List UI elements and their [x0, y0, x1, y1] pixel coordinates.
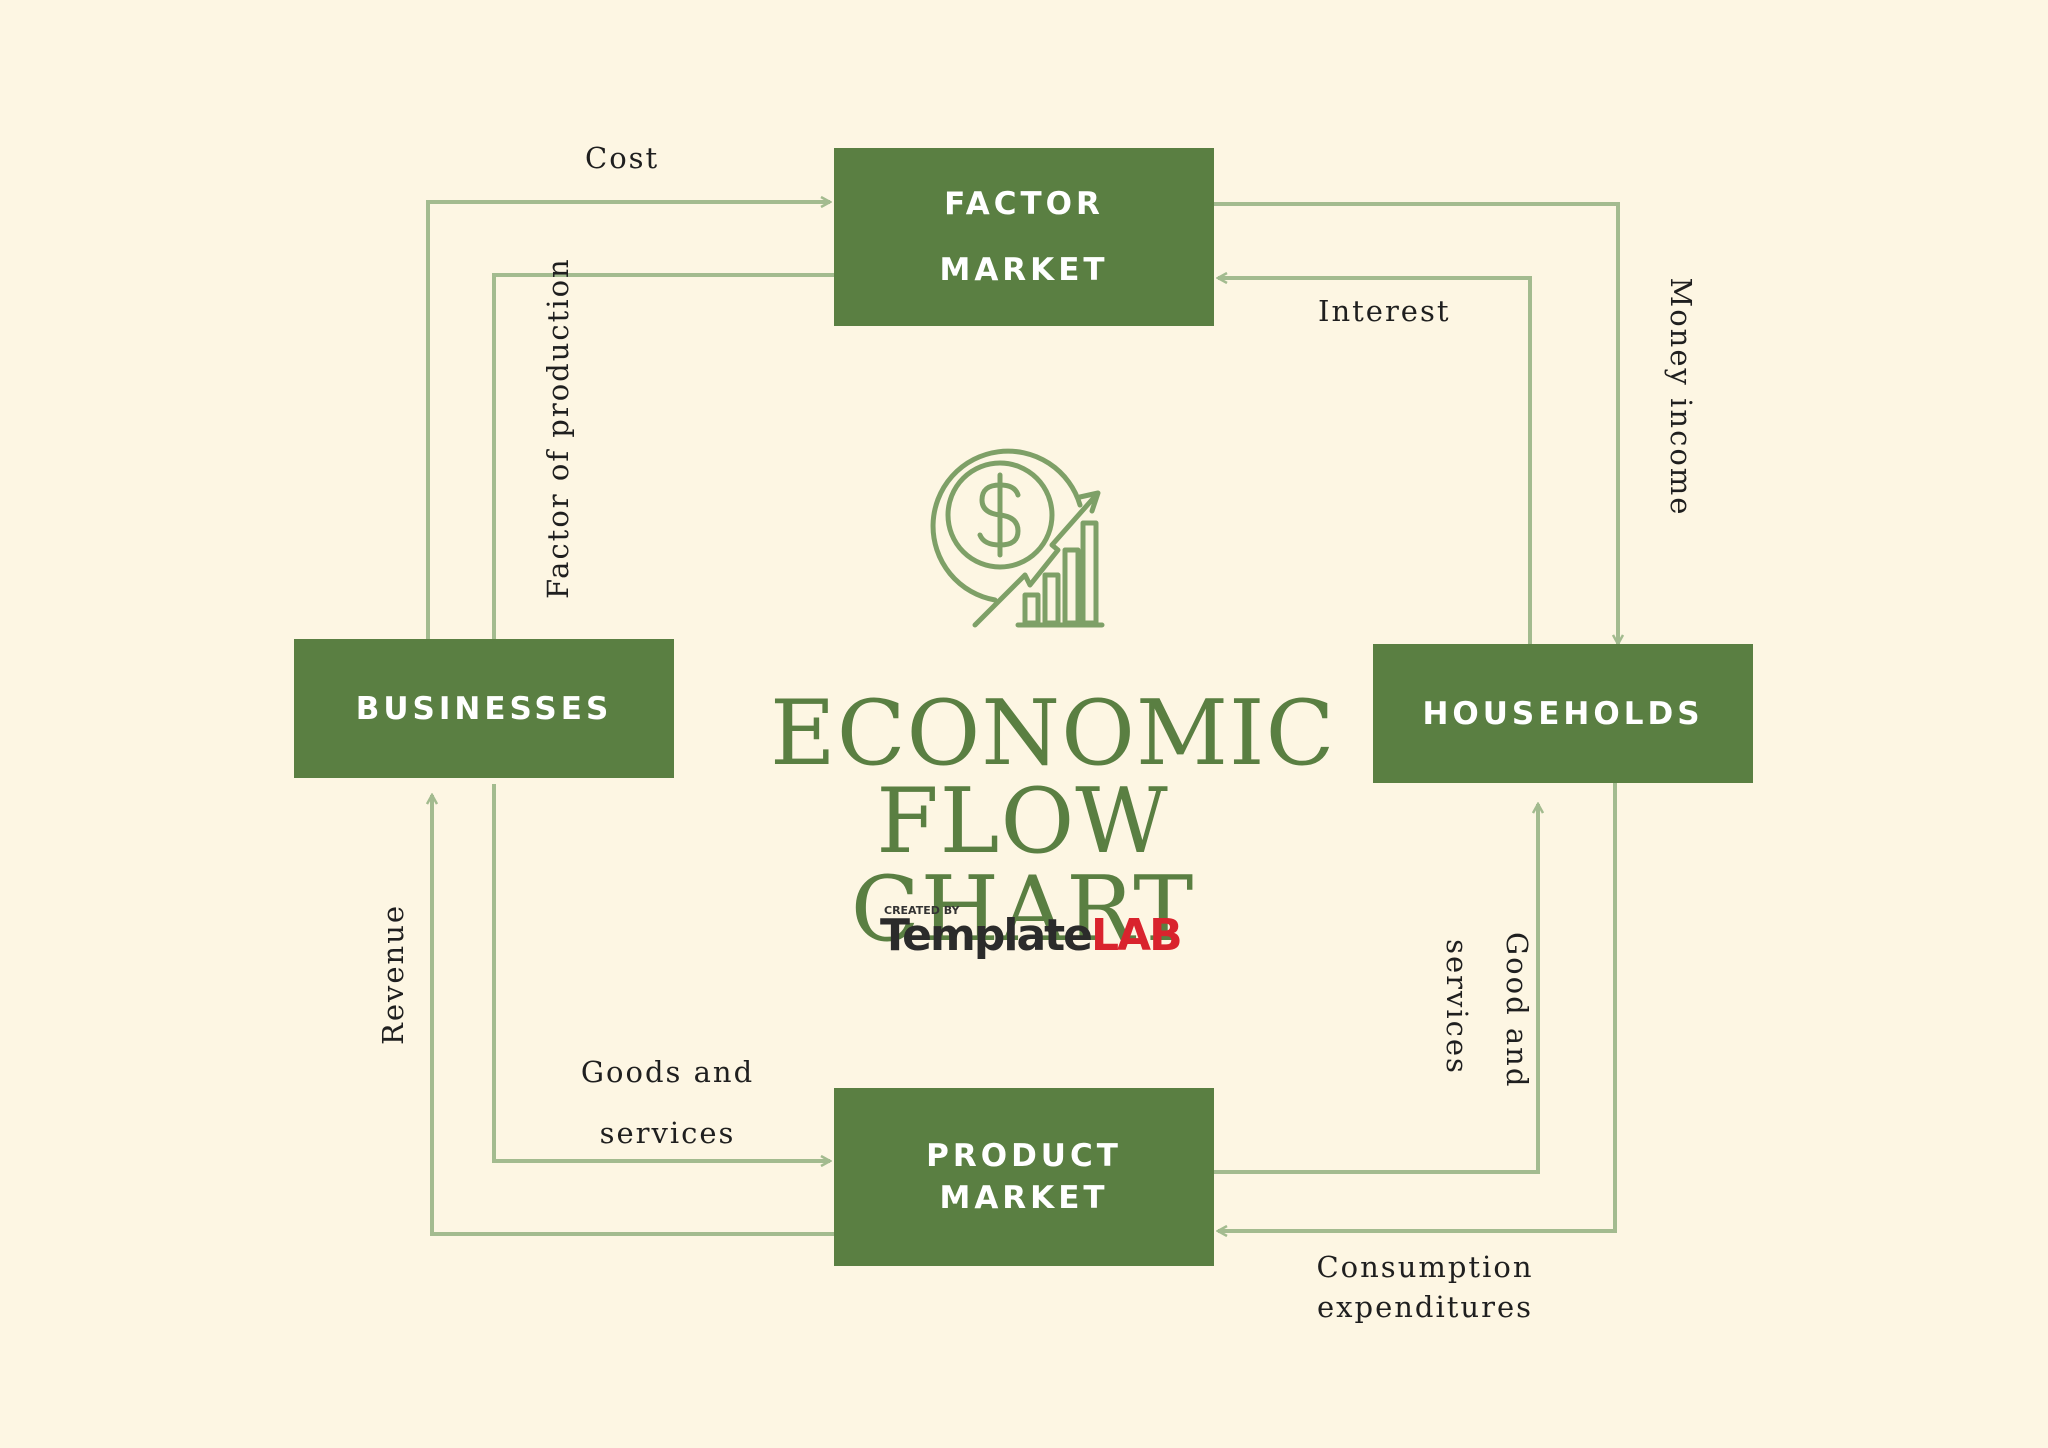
page-title: ECONOMIC FLOW CHART	[770, 681, 1336, 962]
arrow-money-income	[1214, 202, 1618, 644]
product-market-label-line1: PRODUCT	[926, 1138, 1122, 1174]
consumption-expenditures-line1: Consumption	[1316, 1250, 1534, 1284]
factor-market-label-line1: FACTOR	[944, 186, 1104, 222]
arrow-goods-and-services	[492, 784, 830, 1161]
factor-of-production-label: Factor of production	[541, 257, 575, 599]
product-market-label-line2: MARKET	[939, 1180, 1109, 1216]
goods-and-services-line1: Goods and	[580, 1055, 755, 1089]
good-and-services-line1: Good and	[1500, 932, 1534, 1089]
dollar-coin-growth-icon	[930, 448, 1105, 628]
revenue-label: Revenue	[376, 903, 410, 1045]
households-label: HOUSEHOLDS	[1422, 695, 1704, 732]
arrow-factor-of-production	[492, 273, 834, 639]
businesses-box: BUSINESSES	[294, 639, 674, 778]
logo-template-text: Template	[880, 910, 1093, 961]
money-income-label: Money income	[1664, 277, 1698, 517]
goods-and-services-line2: services	[599, 1116, 736, 1150]
good-and-services-label: Good and services	[1440, 932, 1534, 1089]
consumption-expenditures-line2: expenditures	[1317, 1290, 1533, 1324]
businesses-label: BUSINESSES	[355, 690, 613, 727]
logo-created-by: CREATED BY	[884, 904, 960, 917]
logo-lab-text: LAB	[1091, 910, 1183, 961]
factor-market-box: FACTOR MARKET	[834, 148, 1214, 326]
goods-and-services-label: Goods and services	[560, 1055, 775, 1150]
good-and-services-line2: services	[1440, 939, 1474, 1075]
templatelab-logo: CREATED BY TemplateLAB	[880, 904, 1183, 961]
product-market-box: PRODUCT MARKET	[834, 1088, 1214, 1266]
arrow-consumption-expenditures	[1218, 783, 1617, 1231]
arrow-cost	[426, 202, 830, 639]
consumption-expenditures-label: Consumption expenditures	[1310, 1250, 1540, 1324]
households-box: HOUSEHOLDS	[1373, 644, 1753, 783]
arrow-interest	[1218, 278, 1532, 644]
cost-label: Cost	[585, 141, 660, 175]
interest-label: Interest	[1318, 294, 1451, 328]
arrow-revenue	[432, 795, 834, 1236]
factor-market-label-line2: MARKET	[939, 252, 1109, 288]
arrow-good-and-services	[1214, 804, 1538, 1174]
